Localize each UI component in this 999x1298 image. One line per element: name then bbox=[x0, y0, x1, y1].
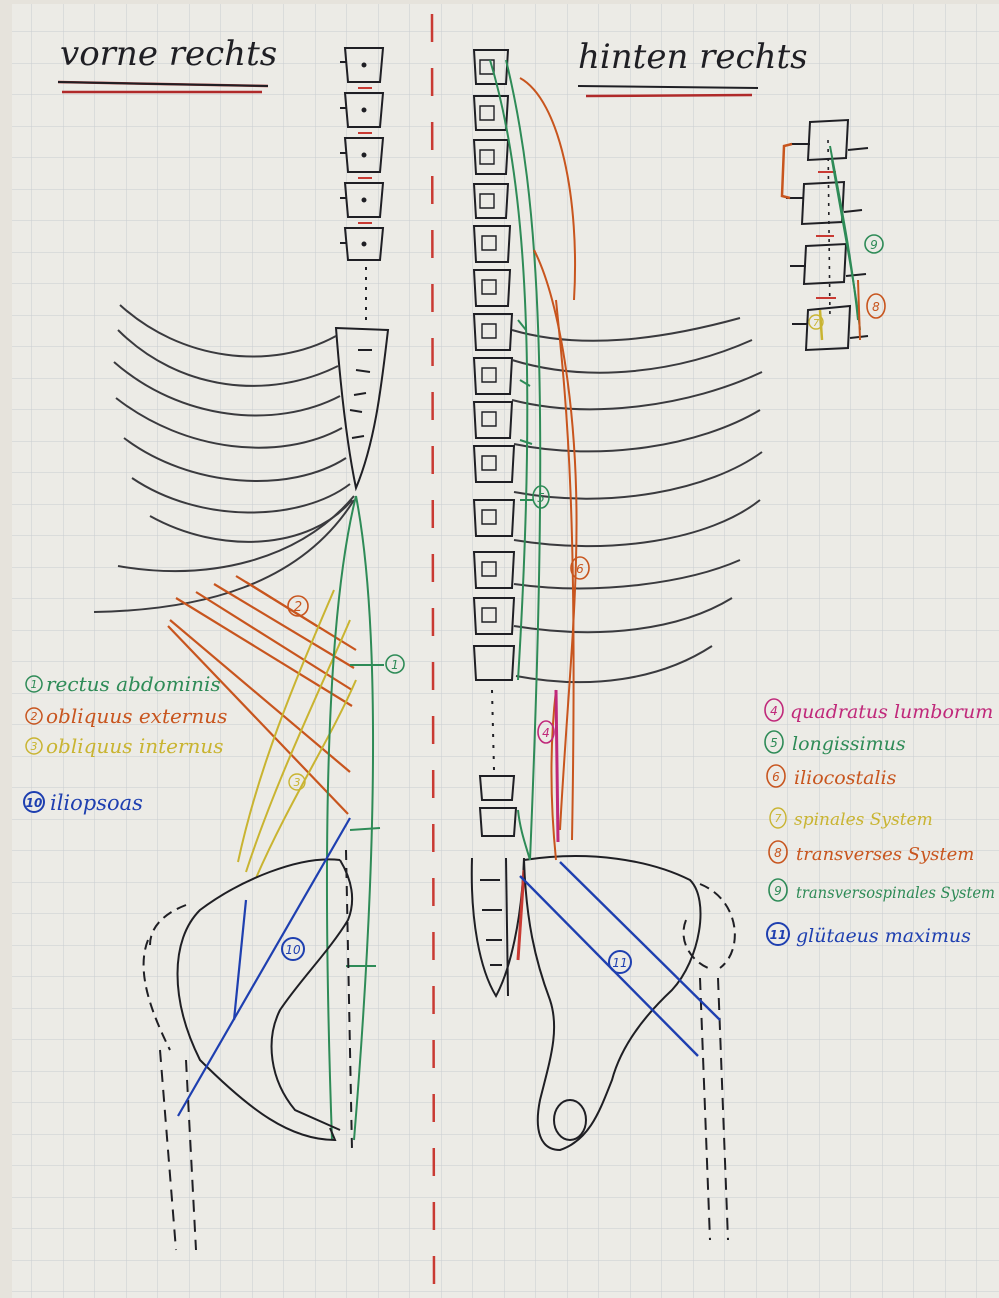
marker-1-label: 1 bbox=[391, 658, 399, 672]
legend-back-item: 7 spinales System bbox=[770, 808, 933, 830]
legend-back-text: transversospinales System bbox=[796, 883, 995, 902]
legend-back-num: 6 bbox=[772, 770, 780, 784]
legend-front-text: iliopsoas bbox=[50, 791, 143, 815]
marker-11-label: 11 bbox=[612, 956, 627, 970]
paper-grid bbox=[12, 4, 999, 1298]
marker-5-label: 5 bbox=[537, 491, 545, 505]
legend-back-num: 11 bbox=[770, 928, 787, 942]
legend-back-text: longissimus bbox=[792, 733, 906, 755]
marker-9-label: 9 bbox=[870, 238, 878, 252]
legend-front-item: 1 rectus abdominis bbox=[26, 672, 221, 696]
legend-back-item: 8 transverses System bbox=[769, 841, 974, 865]
legend-front-text: rectus abdominis bbox=[46, 672, 221, 696]
legend-front-item: 3 obliquus internus bbox=[26, 734, 224, 758]
marker-8-label: 8 bbox=[872, 300, 880, 314]
heading-front: vorne rechts bbox=[60, 34, 277, 74]
legend-back-num: 5 bbox=[770, 736, 778, 750]
marker-7-label: 7 bbox=[813, 318, 820, 329]
legend-back-num: 8 bbox=[774, 846, 782, 860]
legend-front-num: 1 bbox=[31, 678, 38, 691]
legend-front-text: obliquus internus bbox=[46, 734, 224, 758]
marker-2-label: 2 bbox=[294, 600, 302, 615]
legend-back-text: spinales System bbox=[794, 810, 933, 830]
legend-front-text: obliquus externus bbox=[46, 704, 227, 728]
legend-front-num: 2 bbox=[31, 710, 38, 723]
legend-front-item: 2 obliquus externus bbox=[26, 704, 227, 728]
legend-back-text: transverses System bbox=[796, 844, 974, 865]
legend-back-text: glütaeus maximus bbox=[796, 925, 971, 947]
quadratus-lumborum-line bbox=[556, 690, 558, 842]
legend-back-num: 7 bbox=[775, 812, 782, 825]
legend-back-item: 11 glütaeus maximus bbox=[767, 923, 971, 947]
legend-back-item: 9 transversospinales System bbox=[769, 879, 995, 902]
legend-back-item: 4 quadratus lumborum bbox=[765, 699, 993, 723]
legend-front-num: 10 bbox=[26, 796, 43, 810]
marker-4-label: 4 bbox=[542, 726, 550, 740]
marker-6-label: 6 bbox=[576, 562, 584, 576]
legend-back-text: quadratus lumborum bbox=[790, 701, 993, 723]
legend-back-num: 4 bbox=[770, 704, 778, 718]
legend-back-text: iliocostalis bbox=[794, 767, 897, 789]
legend-back-num: 9 bbox=[774, 884, 782, 898]
heading-back: hinten rechts bbox=[578, 37, 808, 77]
legend-front-num: 3 bbox=[31, 740, 38, 753]
marker-3-label: 3 bbox=[294, 776, 301, 789]
marker-10-label: 10 bbox=[285, 943, 301, 957]
